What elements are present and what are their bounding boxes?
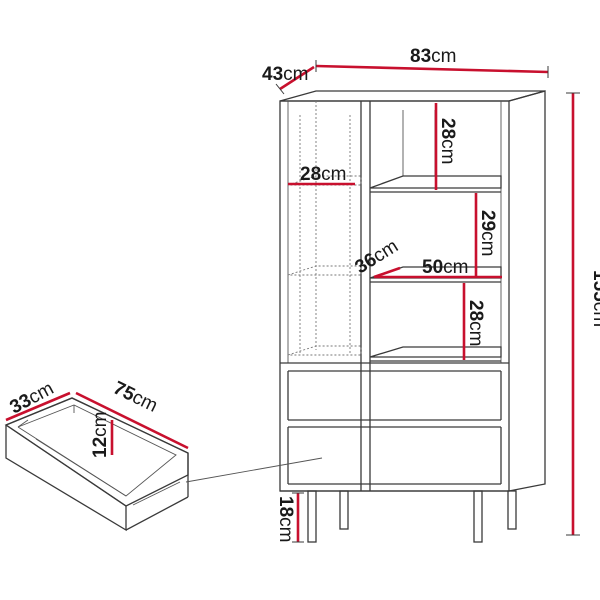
drawer-depth-dimension-line [5,391,71,422]
depth-dimension-line [275,65,315,95]
drawer-depth-label: 33cm [6,378,57,418]
depth-label: 43cm [262,64,308,85]
drawer-height-label: 12cm [90,412,111,458]
inner-depth-dimension-line [373,266,401,279]
inner-width-label: 50cm [422,257,468,278]
low-gap-label: 28cm [465,300,486,346]
top-gap-label: 28cm [437,118,458,164]
mid-gap-label: 29cm [477,210,498,256]
drawer-fronts [280,362,509,485]
drawer-width-dimension-line [75,391,189,450]
drawer-detail [4,397,189,532]
cabinet-outline [279,90,546,492]
inner-depth-label: 36cm [352,236,403,278]
leader-line [185,457,323,483]
width-dimension-line [315,60,549,78]
left-shelf-label: 28cm [300,164,346,185]
height-label: 155cm [589,270,600,327]
leg-height-dimension-line [292,492,304,543]
legs [307,490,517,543]
leg-height-label: 18cm [275,496,296,542]
width-label: 83cm [410,46,456,67]
height-dimension-line [566,92,580,536]
inner-structure [287,101,502,491]
drawer-width-label: 75cm [110,378,161,417]
